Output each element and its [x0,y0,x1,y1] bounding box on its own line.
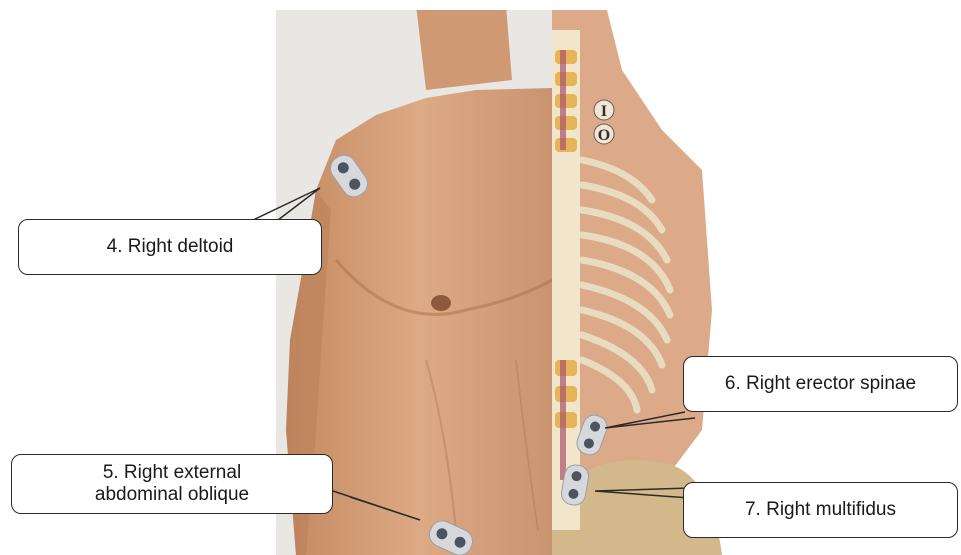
back-anatomy-drawing: I O [552,10,722,555]
callout-right-deltoid: 4. Right deltoid [18,219,322,275]
erector-spinae-label: 6. Right erector spinae [725,373,916,395]
insertion-marker: I [594,100,614,120]
multifidus-label: 7. Right multifidus [745,499,896,521]
svg-text:I: I [601,103,607,120]
callout-right-erector-spinae: 6. Right erector spinae [683,356,958,412]
svg-text:O: O [598,127,610,144]
neck [416,10,512,90]
nipple [431,295,451,311]
callout-right-external-oblique: 5. Right external abdominal oblique [11,454,333,514]
external-oblique-label-line2: abdominal oblique [95,484,249,506]
spine [552,30,580,530]
origin-marker: O [594,124,614,144]
back-anatomy-illustration: I O [552,10,722,555]
right-deltoid-label: 4. Right deltoid [107,236,234,258]
callout-right-multifidus: 7. Right multifidus [683,482,958,538]
external-oblique-label-line1: 5. Right external [95,462,249,484]
